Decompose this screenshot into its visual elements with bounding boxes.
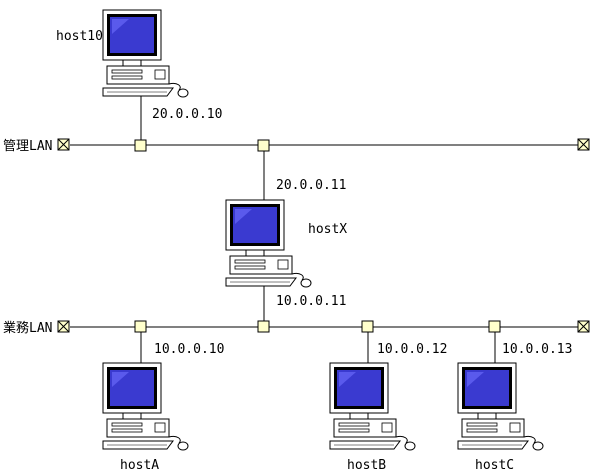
biz-lan-left-terminator (57, 320, 70, 333)
hostx-label: hostX (308, 222, 347, 237)
hostb-ip: 10.0.0.12 (377, 342, 447, 357)
hostb-computer-icon[interactable] (329, 362, 416, 451)
biz-lan-right-terminator (577, 320, 590, 333)
mgmt-lan-right-terminator (577, 138, 590, 151)
hostx-mgmt-tap (257, 139, 270, 152)
hostx-biz-tap (257, 320, 270, 333)
hostx-ip-mgmt: 20.0.0.11 (276, 178, 346, 193)
host10-ip: 20.0.0.10 (152, 107, 222, 122)
hostb-label: hostB (347, 458, 386, 473)
mgmt-lan-label: 管理LAN (3, 139, 52, 154)
hostc-ip: 10.0.0.13 (502, 342, 572, 357)
mgmt-lan-left-terminator (57, 138, 70, 151)
hostx-computer-icon[interactable] (225, 199, 312, 288)
hosta-computer-icon[interactable] (102, 362, 189, 451)
hostb-tap (361, 320, 374, 333)
biz-lan-label: 業務LAN (3, 320, 52, 336)
hosta-ip: 10.0.0.10 (154, 342, 224, 357)
host10-tap (134, 139, 147, 152)
hostc-computer-icon[interactable] (457, 362, 544, 451)
hosta-label: hostA (120, 458, 159, 473)
hostc-tap (488, 320, 501, 333)
hosta-tap (134, 320, 147, 333)
host10-computer-icon[interactable] (102, 9, 189, 98)
host10-label: host10 (56, 29, 103, 44)
hostc-label: hostC (475, 458, 514, 473)
hostx-ip-biz: 10.0.0.11 (276, 294, 346, 309)
